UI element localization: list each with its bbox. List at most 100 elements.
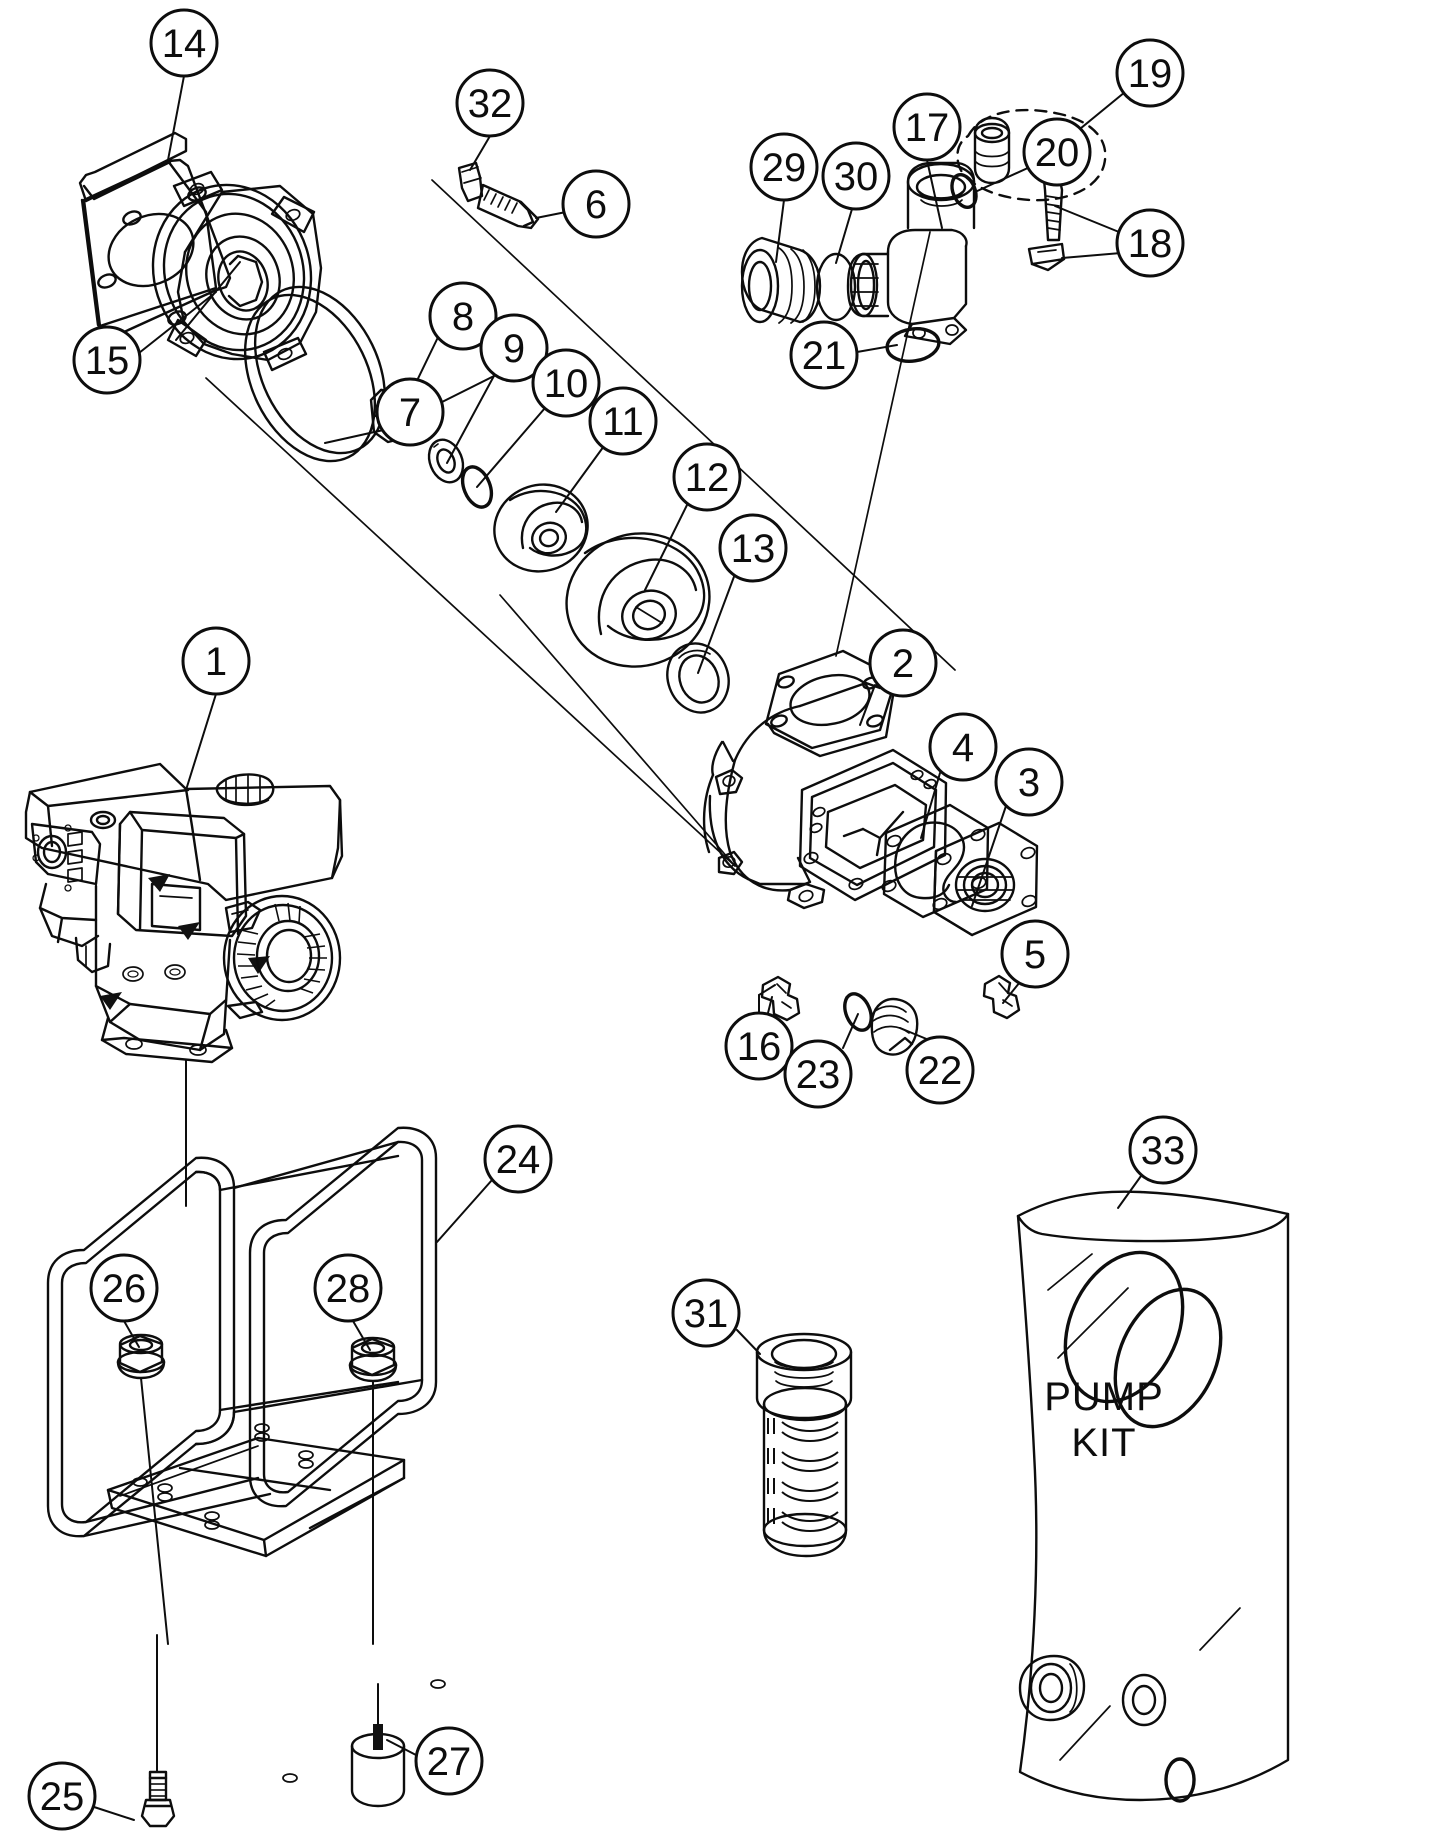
callout-circle[interactable] [994,747,1064,817]
part-drain-fitting-right [982,974,1021,1020]
part-hose-adapter [740,236,822,324]
callout-circle[interactable] [1115,208,1185,278]
callout-number: 14 [162,22,207,66]
part-flange-nut-right [348,1336,398,1383]
part-plate-gasket [881,803,990,919]
callout-25[interactable]: 25 [27,1761,97,1831]
callout-circle[interactable] [89,1253,159,1323]
callout-circle[interactable] [718,513,788,583]
callout-16[interactable]: 16 [724,1011,794,1081]
callout-10[interactable]: 10 [531,348,601,418]
callout-circle[interactable] [561,169,631,239]
callout-11[interactable]: 11 [588,386,658,456]
callout-circle[interactable] [483,1124,553,1194]
callout-circle[interactable] [72,325,142,395]
callout-number: 17 [905,106,950,150]
callout-circle[interactable] [375,377,445,447]
part-frame-bolt [140,1634,176,1828]
nut-left-axis [140,1377,169,1645]
callout-circle[interactable] [414,1726,484,1796]
part-discharge-plate [932,821,1039,937]
assembly-axis-lines [205,179,956,867]
callout-circle[interactable] [905,1035,975,1105]
callout-18[interactable]: 18 [1115,208,1185,278]
callout-circle[interactable] [455,68,525,138]
callout-5[interactable]: 5 [1000,919,1070,989]
callout-circle[interactable] [313,1253,383,1323]
callout-number: 16 [737,1025,782,1069]
callout-1[interactable]: 1 [181,626,251,696]
callout-number: 7 [399,391,421,435]
callout-leader-lines [90,75,1142,1821]
callout-24[interactable]: 24 [483,1124,553,1194]
callout-circle[interactable] [479,313,549,383]
callout-31[interactable]: 31 [671,1278,741,1348]
callout-2[interactable]: 2 [868,628,938,698]
callout-4[interactable]: 4 [928,712,998,782]
callout-number: 3 [1018,761,1040,805]
callout-circle[interactable] [27,1761,97,1831]
callout-circle[interactable] [531,348,601,418]
callout-circle[interactable] [181,626,251,696]
callout-circle[interactable] [671,1278,741,1348]
callout-21[interactable]: 21 [789,320,859,390]
callout-circle[interactable] [588,386,658,456]
callout-3[interactable]: 3 [994,747,1064,817]
callout-number: 25 [40,1775,85,1819]
callout-circle[interactable] [821,141,891,211]
part-suction-elbow [846,161,976,346]
callout-number: 11 [602,400,644,444]
callout-30[interactable]: 30 [821,141,891,211]
callout-14[interactable]: 14 [149,8,219,78]
pump-kit-label-line2: KIT [1071,1421,1136,1465]
callout-22[interactable]: 22 [905,1035,975,1105]
callout-26[interactable]: 26 [89,1253,159,1323]
callout-number: 20 [1035,131,1080,175]
callout-circle[interactable] [672,442,742,512]
callout-circle[interactable] [1000,919,1070,989]
callout-circle[interactable] [1128,1115,1198,1185]
callout-17[interactable]: 17 [892,92,962,162]
part-hex-bolt [476,183,540,230]
part-o-ring-small [460,465,494,509]
callout-33[interactable]: 33 [1128,1115,1198,1185]
callout-12[interactable]: 12 [672,442,742,512]
callout-circle[interactable] [783,1039,853,1109]
callout-13[interactable]: 13 [718,513,788,583]
callout-circle[interactable] [892,92,962,162]
callout-28[interactable]: 28 [313,1253,383,1323]
callout-circle[interactable] [1022,117,1092,187]
part-screw-and-clip [1027,178,1066,272]
callout-number: 24 [496,1138,541,1182]
callout-6[interactable]: 6 [561,169,631,239]
part-drain-plug-oring [843,992,873,1032]
part-impeller-inner [493,483,589,573]
callout-23[interactable]: 23 [783,1039,853,1109]
callout-circle[interactable] [1115,38,1185,108]
callout-19[interactable]: 19 [1115,38,1185,108]
callout-number: 28 [326,1267,371,1311]
callout-circle[interactable] [428,281,498,351]
part-pump-kit-bag: PUMP KIT [1016,1190,1290,1803]
callout-circle[interactable] [149,8,219,78]
callout-circle[interactable] [749,132,819,202]
callout-29[interactable]: 29 [749,132,819,202]
callout-32[interactable]: 32 [455,68,525,138]
callout-8[interactable]: 8 [428,281,498,351]
callout-circle[interactable] [724,1011,794,1081]
callout-27[interactable]: 27 [414,1726,484,1796]
callout-7[interactable]: 7 [375,377,445,447]
callout-9[interactable]: 9 [479,313,549,383]
callout-number: 6 [585,183,607,227]
callout-number: 13 [731,527,776,571]
callout-number: 1 [205,640,227,684]
callout-15[interactable]: 15 [72,325,142,395]
callout-circle[interactable] [868,628,938,698]
callout-circle[interactable] [928,712,998,782]
callout-20[interactable]: 20 [1022,117,1092,187]
callout-circle[interactable] [789,320,859,390]
callout-number: 21 [802,334,847,378]
part-engine-assembly [24,762,344,1064]
part-impeller [565,532,711,668]
